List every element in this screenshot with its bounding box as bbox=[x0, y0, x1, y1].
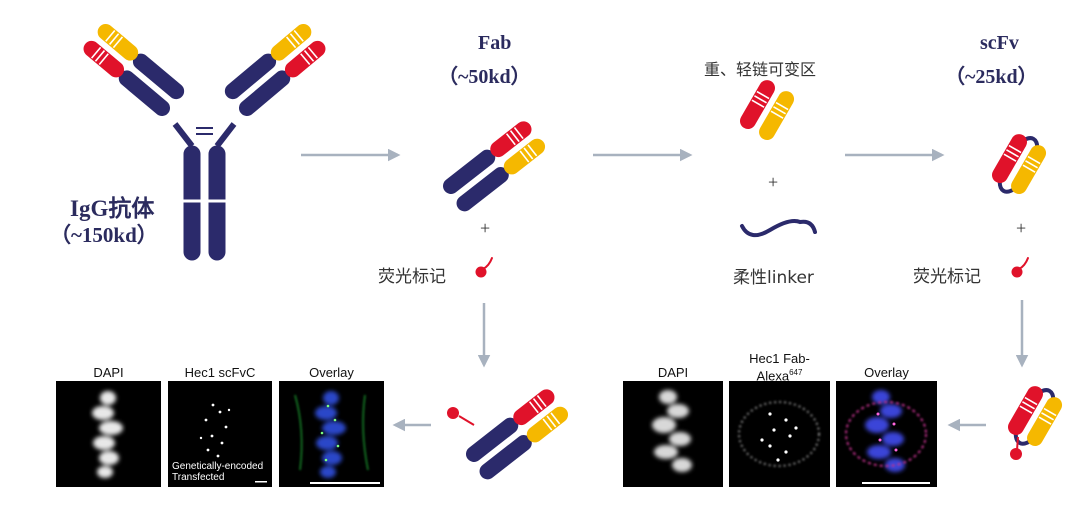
plus-sign: + bbox=[768, 172, 779, 192]
variable-region-icon bbox=[742, 85, 792, 136]
labeled-scfv-icon bbox=[1004, 382, 1065, 452]
panel-title-hec1-fab: Hec1 Fab- bbox=[749, 351, 810, 366]
panel-title-overlay-left: Overlay bbox=[309, 365, 354, 380]
panel-title-overlay-right: Overlay bbox=[864, 365, 909, 380]
fluorescent-dye-icon bbox=[1010, 257, 1029, 279]
plus-sign: + bbox=[480, 218, 491, 238]
micrograph-dapi-left bbox=[56, 381, 161, 487]
fab-fragment-icon bbox=[447, 124, 542, 209]
fluor-label: 荧光标记 bbox=[913, 267, 981, 287]
fab-mass: （~50kd） bbox=[438, 66, 531, 88]
micrograph-hec1-scfvc bbox=[168, 381, 272, 487]
panel-title-dapi-left: DAPI bbox=[93, 365, 124, 380]
linker-icon bbox=[740, 219, 817, 238]
igg-mass: （~150kd） bbox=[50, 223, 158, 247]
fluorescent-dye-icon bbox=[1010, 448, 1022, 460]
panel-note-line1: Genetically-encoded bbox=[172, 461, 264, 472]
panel-title-hec1-scfvc: Hec1 scFvC bbox=[184, 365, 256, 380]
panel-title-alexa: Alexa647 bbox=[756, 368, 803, 384]
igg-title: IgG抗体 bbox=[70, 196, 155, 221]
micrograph-overlay-right bbox=[836, 381, 937, 487]
panel-title-dapi-right: DAPI bbox=[657, 365, 689, 380]
fluorescent-dye-icon bbox=[474, 257, 493, 279]
igg-antibody-icon bbox=[87, 27, 322, 261]
fluor-label: 荧光标记 bbox=[378, 267, 446, 287]
scfv-icon bbox=[988, 130, 1049, 200]
panel-note-line2: Transfected bbox=[172, 472, 225, 483]
micrograph-hec1-fab bbox=[729, 381, 830, 487]
linker-label: 柔性linker bbox=[733, 268, 814, 288]
labeled-fab-icon bbox=[470, 392, 565, 477]
fluorescent-dye-icon bbox=[447, 407, 459, 419]
micrograph-dapi-right bbox=[623, 381, 723, 487]
fab-title: Fab bbox=[478, 32, 512, 54]
scfv-mass: （~25kd） bbox=[945, 66, 1038, 88]
vregion-title: 重、轻链可变区 bbox=[704, 60, 817, 79]
scfv-title: scFv bbox=[980, 32, 1019, 54]
micrograph-overlay-left bbox=[279, 381, 384, 487]
plus-sign: + bbox=[1016, 218, 1027, 238]
